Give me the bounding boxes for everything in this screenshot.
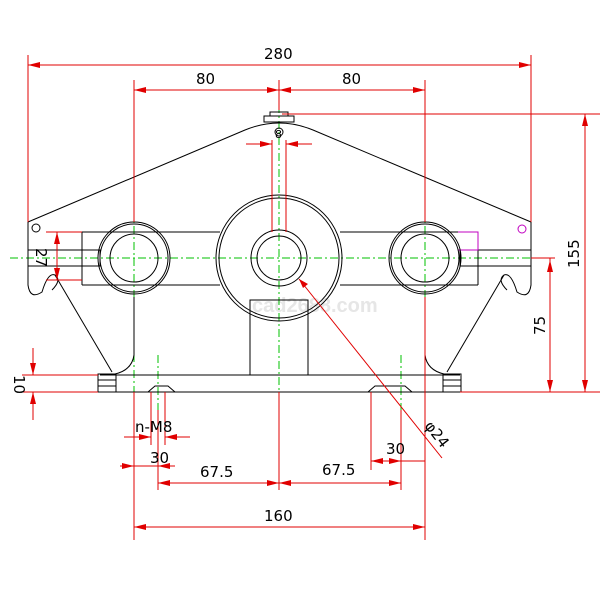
dim-280: 280 — [264, 45, 293, 63]
dimensions — [22, 55, 600, 540]
dim-10: 10 — [10, 375, 28, 394]
housing — [27, 111, 532, 393]
dim-67-5-left: 67.5 — [200, 463, 233, 481]
dim-75: 75 — [531, 316, 549, 335]
dim-155: 155 — [565, 239, 583, 268]
dim-27: 27 — [32, 248, 50, 267]
dim-80-right: 80 — [342, 70, 361, 88]
dim-30-left: 30 — [150, 449, 169, 467]
dim-8: 8 — [275, 128, 282, 141]
right-shaft — [388, 221, 462, 295]
dim-160: 160 — [264, 507, 293, 525]
dimension-labels: 280 80 80 155 75 27 10 8 n-M8 30 30 67.5… — [10, 45, 583, 525]
dim-67-5-right: 67.5 — [322, 461, 355, 479]
dim-phi24: φ24 — [421, 417, 453, 451]
center-shaft — [215, 194, 343, 322]
centerlines — [10, 105, 550, 410]
bolt-spec: n-M8 — [135, 418, 172, 436]
dim-30-right: 30 — [386, 440, 405, 458]
dim-80-left: 80 — [196, 70, 215, 88]
